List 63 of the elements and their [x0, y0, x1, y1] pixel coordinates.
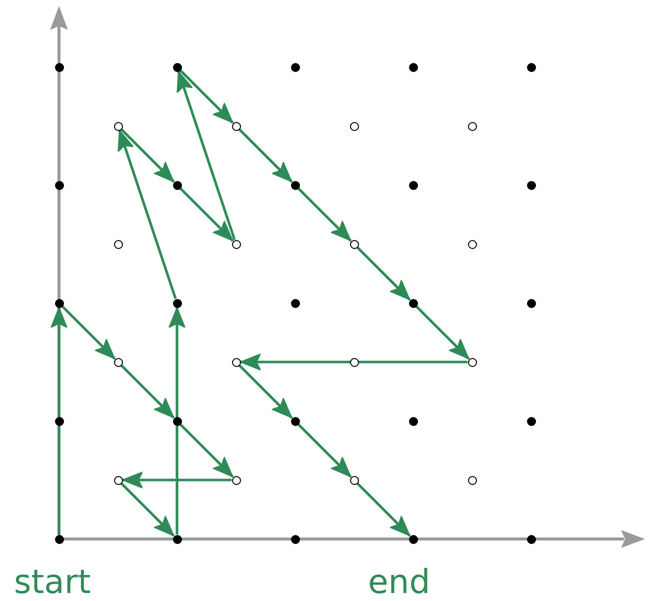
lattice-point	[54, 534, 64, 544]
arrow	[50, 307, 68, 534]
arrow	[122, 472, 232, 488]
arrow	[240, 354, 468, 370]
lattice-point	[408, 298, 418, 308]
lattice-point	[54, 180, 64, 190]
open-circle	[114, 358, 122, 366]
point-label: start	[14, 565, 91, 598]
arrow	[120, 482, 175, 537]
lattice-point	[172, 180, 182, 190]
lattice-point	[408, 534, 418, 544]
arrow	[176, 70, 236, 240]
open-circle	[468, 240, 476, 248]
lattice-point	[290, 62, 300, 72]
arrow	[61, 305, 116, 360]
lattice-point	[408, 416, 418, 426]
open-circle	[468, 122, 476, 130]
point-label: end	[368, 565, 430, 598]
lattice-point	[290, 298, 300, 308]
lattice-point	[526, 298, 536, 308]
lattice-point	[54, 416, 64, 426]
arrow	[120, 128, 175, 183]
open-circle	[350, 358, 358, 366]
arrow	[168, 307, 186, 534]
lattice-point	[172, 62, 182, 72]
arrow	[238, 128, 293, 183]
lattice-point	[172, 416, 182, 426]
lattice-point	[526, 62, 536, 72]
lattice-point	[290, 416, 300, 426]
arrow	[120, 364, 175, 419]
lattice-point	[172, 298, 182, 308]
lattice-point	[408, 180, 418, 190]
open-circle	[468, 476, 476, 484]
open-circle	[468, 358, 476, 366]
arrow	[297, 187, 352, 242]
open-circle	[232, 358, 240, 366]
lattice-point	[172, 534, 182, 544]
arrow	[118, 130, 177, 300]
lattice-point	[526, 534, 536, 544]
open-circle	[350, 122, 358, 130]
open-circle	[114, 240, 122, 248]
open-circle	[232, 476, 240, 484]
arrow	[179, 187, 234, 242]
lattice-point	[408, 62, 418, 72]
lattice-point	[290, 180, 300, 190]
open-circle	[114, 122, 122, 130]
lattice-point	[526, 180, 536, 190]
arrow	[415, 305, 470, 360]
arrow	[179, 423, 234, 478]
open-circle	[350, 476, 358, 484]
open-circle	[232, 122, 240, 130]
arrow	[238, 364, 293, 419]
lattice-point	[54, 298, 64, 308]
open-circle	[232, 240, 240, 248]
open-circle	[350, 240, 358, 248]
lattice-point	[290, 534, 300, 544]
arrow	[297, 423, 352, 478]
open-circle	[114, 476, 122, 484]
lattice-point	[54, 62, 64, 72]
arrow	[356, 482, 411, 537]
arrow	[179, 69, 234, 124]
lattice-point	[526, 416, 536, 426]
arrow	[356, 246, 411, 301]
